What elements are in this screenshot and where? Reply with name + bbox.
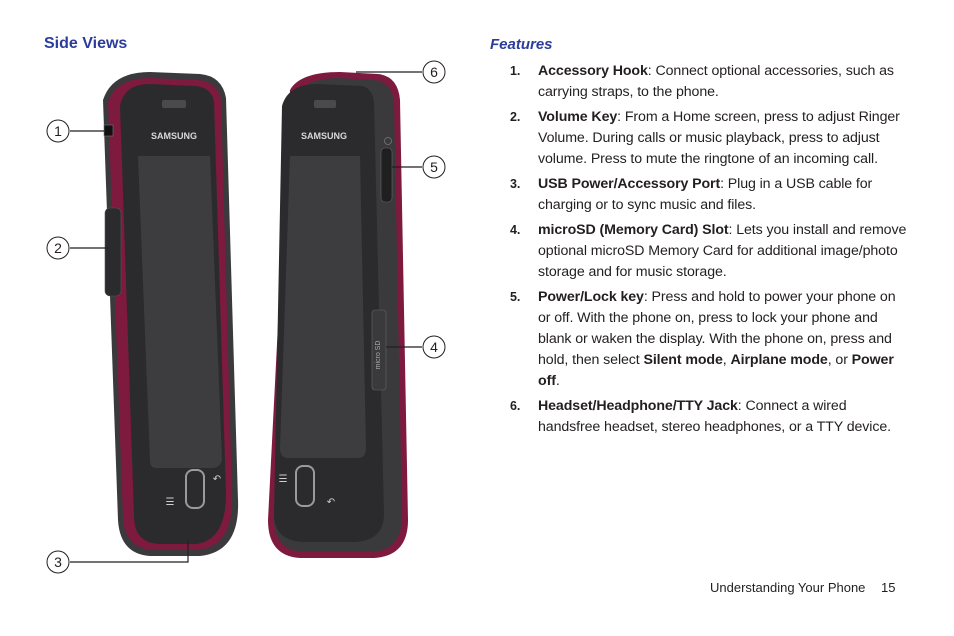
feature-number: 6. xyxy=(510,399,521,413)
phone-side-views-illustration: SAMSUNG ☰ ↶ SAMSUNG ☰ ↶ micro SD 1 xyxy=(46,60,446,574)
sentence-end: . xyxy=(555,373,560,389)
microsd-label: micro SD xyxy=(375,341,382,370)
right-phone: SAMSUNG ☰ ↶ micro SD xyxy=(268,72,408,558)
feature-item: 1. Accessory Hook: Connect optional acce… xyxy=(510,61,910,103)
right-phone-logo: SAMSUNG xyxy=(301,131,347,141)
feature-term: USB Power/Accessory Port xyxy=(538,176,721,192)
power-icon xyxy=(384,137,392,145)
svg-text:5: 5 xyxy=(430,159,438,175)
feature-term: Power/Lock key xyxy=(538,289,644,305)
feature-number: 3. xyxy=(510,177,521,191)
feature-item: 4. microSD (Memory Card) Slot: Lets you … xyxy=(510,220,910,283)
callout-3: 3 xyxy=(46,550,70,574)
option-power-off: Power off xyxy=(538,352,894,389)
side-views-heading: Side Views xyxy=(44,35,128,52)
callout-2: 2 xyxy=(46,236,70,260)
option-silent-mode: Silent mode xyxy=(643,352,723,368)
feature-term: Volume Key xyxy=(538,109,618,125)
menu-icon: ☰ xyxy=(279,474,288,485)
svg-text:3: 3 xyxy=(54,554,62,570)
feature-item: 5. Power/Lock key: Press and hold to pow… xyxy=(510,287,910,392)
left-phone-logo: SAMSUNG xyxy=(151,131,197,141)
svg-text:2: 2 xyxy=(54,240,62,256)
separator: , or xyxy=(827,352,852,368)
feature-description: : Press and hold to power your phone on … xyxy=(538,289,896,368)
option-airplane-mode: Airplane mode xyxy=(730,352,828,368)
callout-5: 5 xyxy=(422,155,446,179)
feature-number: 1. xyxy=(510,64,521,78)
callout-4: 4 xyxy=(422,335,446,359)
feature-term: Headset/Headphone/TTY Jack xyxy=(538,398,738,414)
power-lock-key xyxy=(380,147,393,203)
feature-term: microSD (Memory Card) Slot xyxy=(538,222,729,238)
feature-description: : Lets you install and remove optional m… xyxy=(538,222,907,280)
features-heading: Features xyxy=(490,36,553,53)
left-phone: SAMSUNG ☰ ↶ xyxy=(103,72,239,556)
separator: , xyxy=(722,352,731,368)
svg-text:6: 6 xyxy=(430,64,438,80)
page-number: 15 xyxy=(881,580,896,595)
feature-item: 3. USB Power/Accessory Port: Plug in a U… xyxy=(510,174,910,216)
footer-section-title: Understanding Your Phone xyxy=(710,580,866,595)
volume-key xyxy=(104,207,122,297)
back-icon: ↶ xyxy=(327,497,335,508)
menu-icon: ☰ xyxy=(166,497,175,508)
feature-item: 6. Headset/Headphone/TTY Jack: Connect a… xyxy=(510,396,910,438)
feature-item: 2. Volume Key: From a Home screen, press… xyxy=(510,107,910,170)
svg-text:1: 1 xyxy=(54,123,62,139)
feature-description: : From a Home screen, press to adjust Ri… xyxy=(538,109,900,167)
callout-1: 1 xyxy=(46,119,70,143)
svg-text:4: 4 xyxy=(430,339,438,355)
accessory-hook xyxy=(103,124,114,137)
callout-6: 6 xyxy=(422,60,446,84)
features-list: 1. Accessory Hook: Connect optional acce… xyxy=(510,61,910,442)
feature-number: 2. xyxy=(510,110,521,124)
feature-description: : Plug in a USB cable for charging or to… xyxy=(538,176,873,213)
feature-number: 4. xyxy=(510,223,521,237)
feature-description: : Connect optional accessories, such as … xyxy=(538,63,894,100)
microsd-slot xyxy=(371,309,387,391)
feature-term: Accessory Hook xyxy=(538,63,648,79)
back-icon: ↶ xyxy=(213,474,221,485)
feature-number: 5. xyxy=(510,290,521,304)
feature-description: : Connect a wired handsfree headset, ste… xyxy=(538,398,891,435)
